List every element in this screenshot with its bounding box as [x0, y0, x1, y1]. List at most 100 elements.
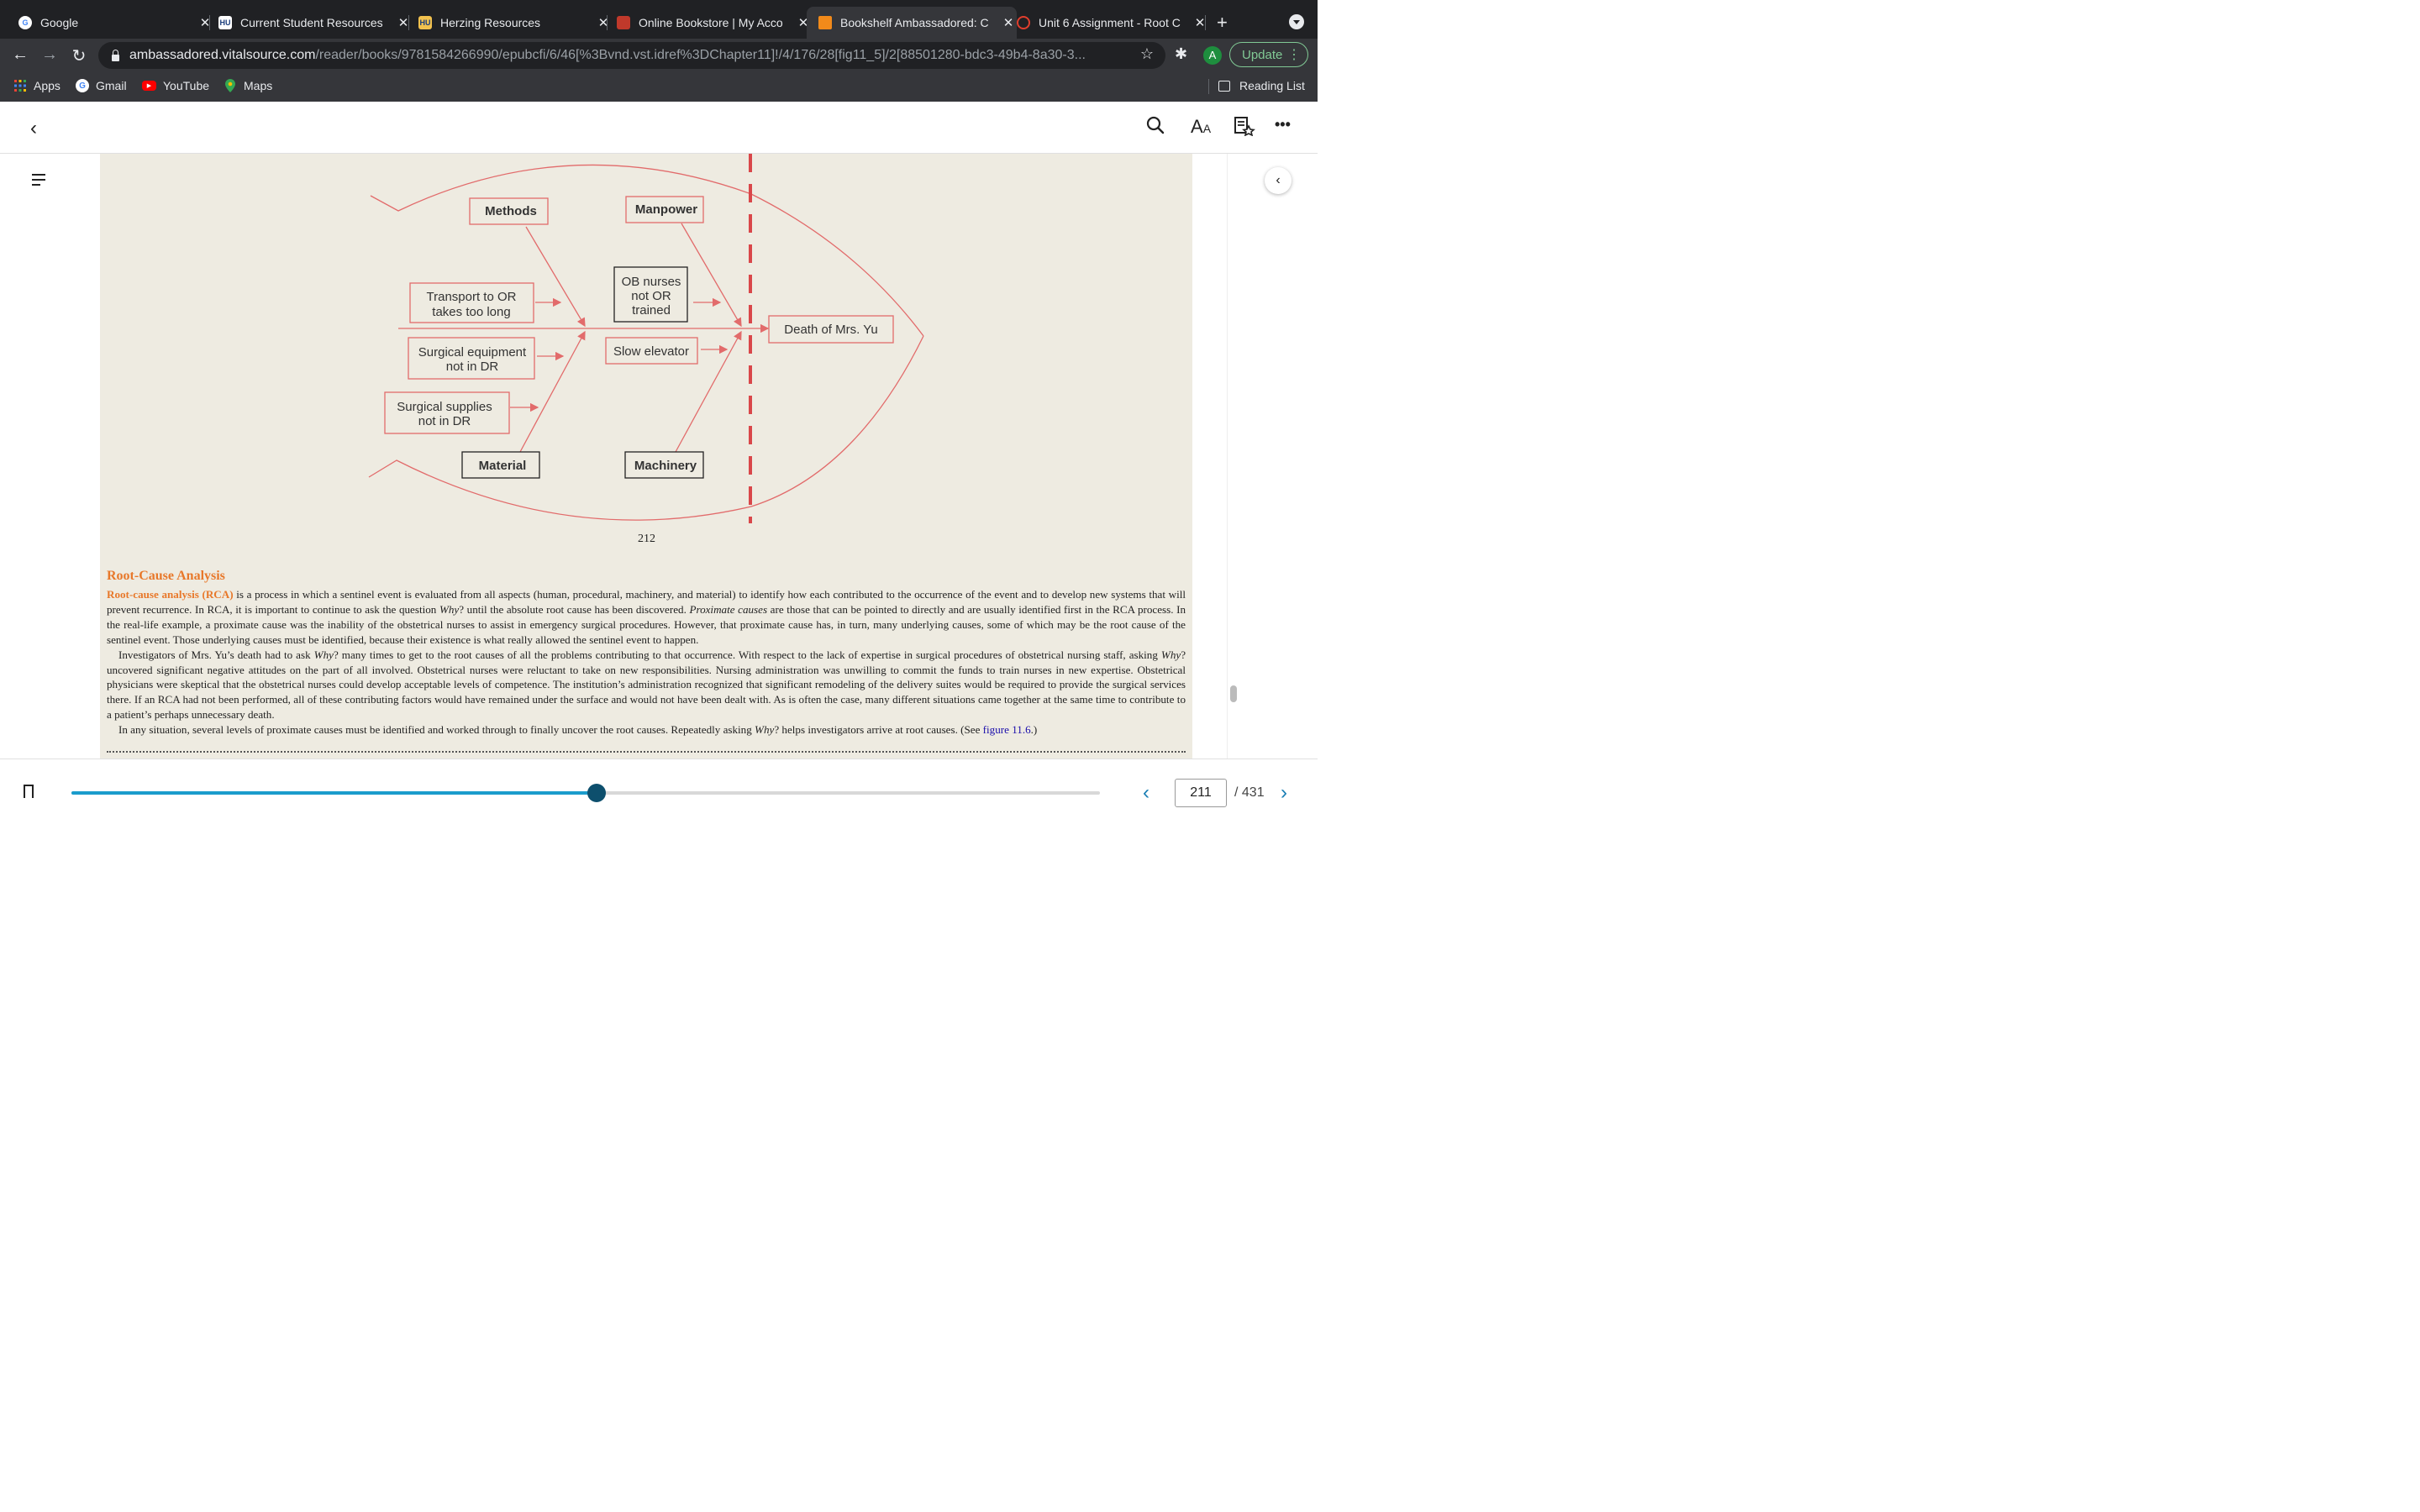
cause-transport-line2: takes too long — [432, 305, 510, 319]
bookstore-favicon-icon — [617, 16, 630, 29]
bookmark-apps[interactable]: Apps — [13, 79, 60, 92]
effect-label: Death of Mrs. Yu — [784, 323, 877, 337]
canvas-favicon-icon — [1017, 16, 1030, 29]
bone-methods — [525, 226, 586, 328]
category-machinery: Machinery — [634, 459, 697, 473]
close-tab-icon[interactable]: ✕ — [1002, 16, 1014, 30]
fishbone-diagram: Methods Manpower Material Machinery Tran… — [368, 154, 924, 523]
tab-unit6-assignment[interactable]: Unit 6 Assignment - Root C ✕ — [1008, 7, 1208, 39]
google-icon: G — [76, 79, 89, 92]
paragraph-1: Root-cause analysis (RCA) is a process i… — [107, 588, 1186, 646]
back-icon[interactable]: ← — [12, 45, 29, 64]
cause-supplies-line1: Surgical supplies — [397, 400, 492, 414]
tab-title: Herzing Resources — [440, 16, 541, 29]
more-options-icon[interactable]: ••• — [1275, 116, 1291, 133]
bookmark-label: Gmail — [96, 79, 127, 92]
extensions-puzzle-icon[interactable]: ✱ — [1175, 45, 1188, 62]
apps-grid-icon — [13, 79, 27, 92]
figure-link[interactable]: figure 11.6 — [982, 723, 1031, 737]
cause-ob-line2: not OR — [631, 289, 671, 303]
page-progress-slider[interactable] — [71, 784, 1100, 802]
address-bar[interactable]: ambassadored.vitalsource.com/reader/book… — [98, 42, 1165, 69]
bookmark-maps[interactable]: Maps — [224, 79, 272, 92]
cause-transport-line1: Transport to OR — [427, 290, 517, 304]
bookmark-label: YouTube — [163, 79, 210, 92]
notes-star-icon[interactable] — [1234, 116, 1255, 141]
new-tab-button[interactable]: + — [1217, 12, 1228, 33]
profile-avatar[interactable]: A — [1203, 46, 1222, 65]
reader-header: ‹ AA ••• — [0, 102, 1318, 154]
reading-list-icon — [1218, 80, 1230, 92]
body-text: Root-cause analysis (RCA) is a process i… — [107, 587, 1186, 738]
bookmark-label: Apps — [34, 79, 60, 92]
section-heading: Root-Cause Analysis — [107, 569, 225, 583]
next-page-icon[interactable]: › — [1281, 781, 1287, 804]
progress-fill — [71, 791, 597, 795]
category-material: Material — [479, 459, 527, 473]
page-number: 212 — [638, 533, 655, 545]
bone-machinery — [675, 330, 742, 453]
cause-equipment-line2: not in DR — [446, 360, 499, 374]
scrollbar-thumb[interactable] — [1230, 685, 1237, 702]
tab-search-icon[interactable] — [1289, 14, 1304, 29]
reading-list-label: Reading List — [1239, 79, 1305, 92]
cause-elevator: Slow elevator — [613, 344, 689, 359]
bookshelf-favicon-icon — [818, 16, 832, 29]
reading-list-button[interactable]: Reading List — [1208, 79, 1305, 94]
cause-ob-line1: OB nurses — [622, 275, 681, 289]
previous-page-icon[interactable]: ‹ — [1143, 781, 1150, 804]
bookmark-gmail[interactable]: G Gmail — [76, 79, 127, 92]
close-tab-icon[interactable]: ✕ — [397, 16, 409, 30]
search-icon[interactable] — [1146, 116, 1165, 139]
category-manpower: Manpower — [635, 202, 697, 217]
bookmarks-bar: Apps G Gmail ▶ YouTube Maps Reading List — [0, 72, 1318, 102]
tab-title: Current Student Resources — [240, 16, 383, 29]
update-button[interactable]: Update ⋮ — [1229, 42, 1308, 67]
lock-icon — [112, 50, 119, 61]
page-input[interactable]: 211 — [1175, 779, 1227, 807]
back-chevron-icon[interactable]: ‹ — [30, 117, 37, 139]
close-tab-icon[interactable]: ✕ — [797, 16, 809, 30]
tab-herzing-resources[interactable]: HU Herzing Resources ✕ — [410, 7, 612, 39]
bookmark-star-icon[interactable]: ☆ — [1139, 45, 1154, 62]
book-page: Methods Manpower Material Machinery Tran… — [100, 154, 1192, 759]
google-favicon-icon: G — [18, 16, 32, 29]
reload-icon[interactable]: ↻ — [71, 47, 87, 66]
tab-bookshelf-active[interactable]: Bookshelf Ambassadored: C ✕ — [807, 7, 1017, 39]
progress-handle[interactable] — [587, 784, 607, 802]
text-size-icon[interactable]: AA — [1191, 116, 1212, 137]
tab-online-bookstore[interactable]: Online Bookstore | My Acco ✕ — [608, 7, 812, 39]
browser-toolbar: ← → ↻ ambassadored.vitalsource.com/reade… — [0, 39, 1318, 72]
tab-title: Online Bookstore | My Acco — [639, 16, 783, 29]
category-methods: Methods — [485, 204, 537, 218]
section-divider — [107, 751, 1186, 753]
bookmark-icon[interactable] — [24, 785, 34, 803]
bone-manpower — [681, 223, 742, 328]
bookmark-youtube[interactable]: ▶ YouTube — [142, 79, 209, 92]
close-tab-icon[interactable]: ✕ — [1194, 16, 1206, 30]
tab-title: Unit 6 Assignment - Root C — [1039, 16, 1181, 29]
tab-strip: G Google ✕ HU Current Student Resources … — [0, 0, 1318, 39]
close-tab-icon[interactable]: ✕ — [199, 16, 211, 30]
menu-dots-icon[interactable]: ⋮ — [1287, 48, 1301, 62]
url-text[interactable]: ambassadored.vitalsource.com/reader/book… — [129, 48, 1086, 62]
cause-ob-line3: trained — [632, 303, 671, 318]
left-sidebar — [0, 154, 77, 759]
table-of-contents-icon[interactable] — [32, 174, 45, 189]
cause-supplies-line2: not in DR — [418, 414, 471, 428]
collapse-chevron-icon[interactable]: ‹ — [1265, 167, 1292, 194]
forward-icon[interactable]: → — [41, 45, 58, 64]
total-pages: / 431 — [1234, 785, 1265, 800]
close-tab-icon[interactable]: ✕ — [597, 16, 609, 30]
paragraph-2: Investigators of Mrs. Yu’s death had to … — [107, 648, 1186, 722]
herzing-favicon-icon: HU — [418, 16, 432, 29]
right-sidebar: ‹ — [1227, 154, 1318, 759]
reader-footer: ‹ 211 / 431 › — [0, 759, 1318, 819]
bone-material — [519, 330, 586, 453]
update-label: Update — [1242, 47, 1283, 62]
tab-current-student-resources[interactable]: HU Current Student Resources ✕ — [210, 7, 412, 39]
bookmark-label: Maps — [244, 79, 273, 92]
youtube-icon: ▶ — [142, 81, 156, 91]
cause-equipment-line1: Surgical equipment — [418, 345, 527, 360]
tab-google[interactable]: G Google ✕ — [10, 7, 213, 39]
